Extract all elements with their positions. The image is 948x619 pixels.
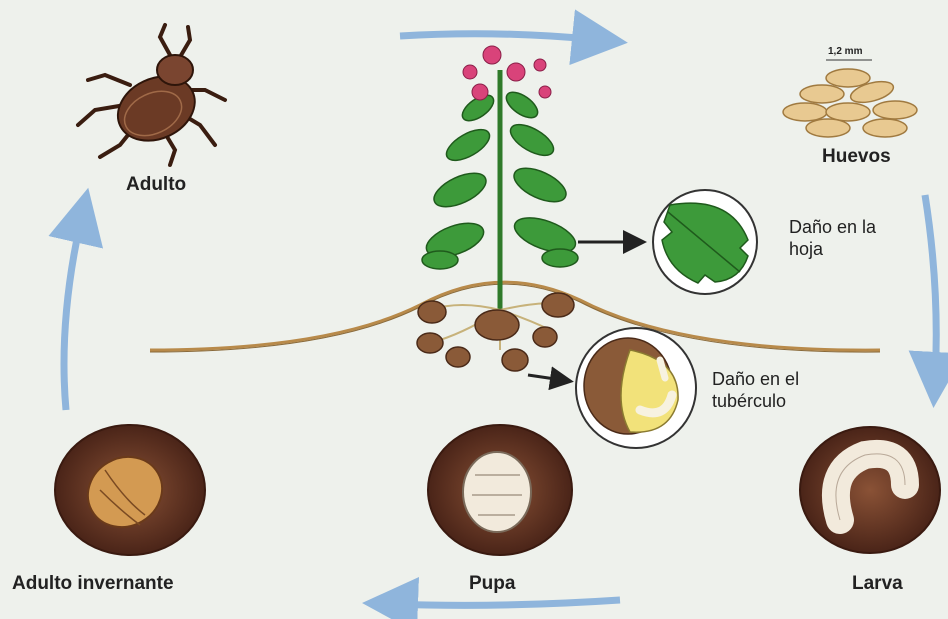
weevil-adult-icon: [78, 25, 225, 165]
arrow-to-tuber-damage: [528, 375, 562, 380]
stage-label-larva: Larva: [852, 573, 903, 595]
pupa-chamber-icon: [428, 425, 572, 555]
tuber-damage-label: Daño en el tubérculo: [712, 368, 832, 412]
arrow-overwinter-to-adult: [64, 215, 82, 410]
arrow-eggs-to-larva: [925, 195, 936, 380]
larva-chamber-icon: [800, 427, 940, 553]
potato-plant-icon: [417, 46, 580, 371]
eggs-icon: [783, 60, 917, 137]
overwintering-adult-chamber-icon: [55, 425, 205, 555]
tuber-damage-icon: [576, 328, 696, 448]
leaf-damage-icon: [653, 190, 757, 294]
arrow-larva-to-pupa: [390, 600, 620, 605]
stage-label-overwintering-adult: Adulto invernante: [12, 573, 174, 595]
stage-label-eggs: Huevos: [822, 146, 891, 168]
egg-scale-label: 1,2 mm: [828, 46, 862, 57]
stage-label-adult: Adulto: [126, 174, 186, 196]
leaf-damage-label: Daño en la hoja: [789, 216, 879, 260]
arrow-adult-to-eggs: [400, 34, 600, 40]
stage-label-pupa: Pupa: [469, 573, 515, 595]
